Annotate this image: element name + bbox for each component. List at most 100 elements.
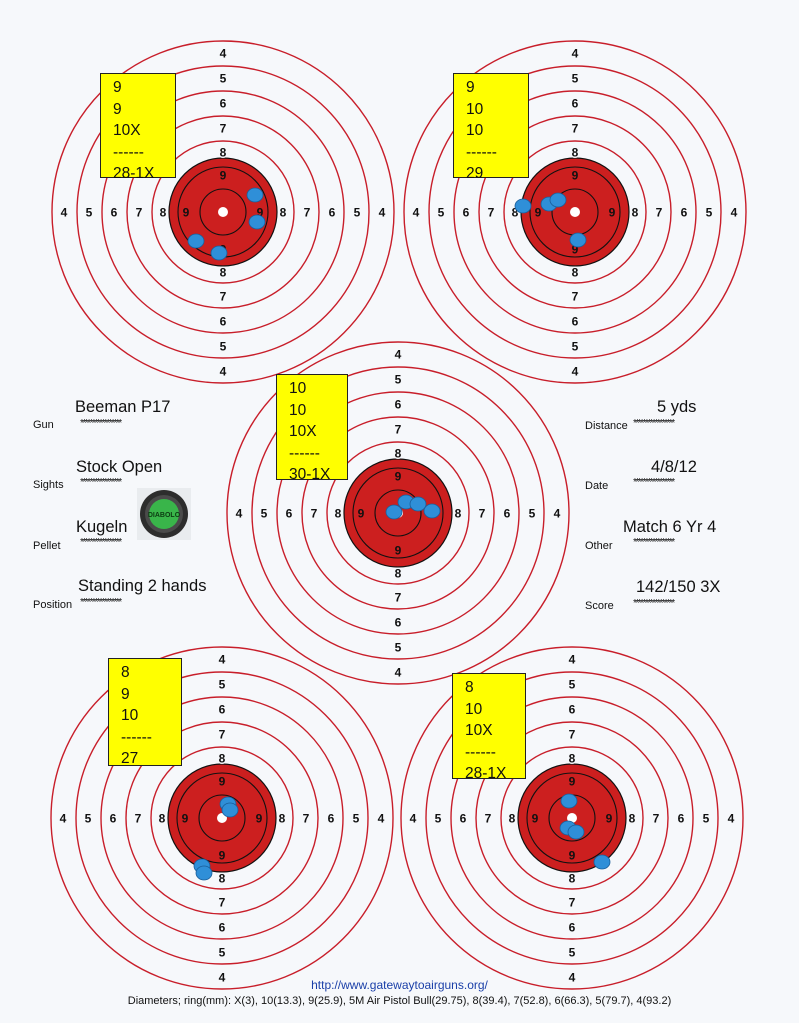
ring-label: 8 [395,567,402,581]
gun-label: Gun [33,419,54,431]
ring-label: 4 [569,653,576,667]
ring-label: 5 [219,678,226,692]
ring-label: 8 [572,146,579,160]
score-divider: ------ [466,143,497,161]
ring-label: 5 [85,812,92,826]
footer-url-link[interactable]: http://www.gatewaytoairguns.org/ [311,978,488,992]
pellet-label: Pellet [33,540,61,552]
ring-label: 5 [706,206,713,220]
scoring-ring [75,671,369,965]
ring-label: 9 [219,849,226,863]
ring-label: 4 [413,206,420,220]
ring-label: 6 [460,812,467,826]
ring-label: 7 [136,206,143,220]
ring-label: 7 [395,591,402,605]
ring-label: 4 [220,365,227,379]
ring-label: 5 [572,72,579,86]
ring-label: 4 [395,666,402,680]
ring-label: 5 [529,507,536,521]
score-label: Score [585,600,614,612]
score-total: 27 [121,750,139,767]
ring-label: 7 [656,206,663,220]
score-line: 10X [113,122,141,139]
score-card-top-left: 9 9 10X ------ 28-1X [100,73,176,182]
ring-label: 4 [219,653,226,667]
ring-label: 6 [569,703,576,717]
pellet-tin-brand: DIABOLO [148,512,181,519]
score-line: 8 [121,664,130,681]
ring-label: 7 [569,896,576,910]
ring-label: 6 [329,206,336,220]
ring-10 [374,489,422,537]
ring-label: 5 [703,812,710,826]
score-line: 10 [465,700,483,718]
score-line: 8 [465,679,474,696]
ring-label: 8 [220,266,227,280]
ring-label: 9 [532,812,539,826]
pellet-hole [569,232,587,248]
scoring-ring [150,746,294,890]
ring-label: 5 [569,678,576,692]
ring-label: 4 [728,812,735,826]
score-line: 9 [121,685,130,703]
ring-label: 6 [220,315,227,329]
scoring-ring [51,40,395,384]
distance-value: 5 yds [657,398,697,416]
ring-label: 7 [485,812,492,826]
scoring-ring [50,646,394,990]
score-line: 10 [289,380,307,397]
ring-label: 9 [256,812,263,826]
ring-9 [526,772,618,864]
footer-diameters: Diameters; ring(mm): X(3), 10(13.3), 9(2… [127,995,672,1007]
ring-label: 7 [572,122,579,136]
scoring-ring [428,65,722,359]
pellet-hole [248,214,266,230]
score-divider: ------ [289,444,320,462]
ring-label: 9 [572,243,579,257]
pellet-hole [210,245,228,261]
scoring-ring [453,90,697,334]
score-line: 10 [466,100,484,118]
scoring-ring [326,441,470,585]
ring-label: 8 [280,206,287,220]
ring-label: 5 [220,340,227,354]
ring-label: 5 [86,206,93,220]
ring-label: 4 [378,812,385,826]
ring-label: 9 [182,812,189,826]
ring-label: 7 [311,507,318,521]
ring-label: 9 [609,206,616,220]
ring-label: 7 [488,206,495,220]
ring-label: 4 [572,365,579,379]
ring-9 [352,467,444,559]
pellet-hole [195,865,213,881]
ring-label: 8 [395,447,402,461]
ring-label: 5 [435,812,442,826]
distance-label: Distance [585,420,628,432]
ring-label: 4 [572,47,579,61]
date-value: 4/8/12 [651,458,697,476]
ring-label: 7 [220,122,227,136]
ring-label: 8 [572,266,579,280]
x-ring [218,207,228,217]
ring-label: 6 [220,97,227,111]
pellet-hole [567,824,585,840]
ring-9 [176,772,268,864]
scoring-ring [276,391,520,635]
ring-label: 9 [535,206,542,220]
ring-10 [199,188,247,236]
ring-label: 7 [303,812,310,826]
pellet-stars: ***************** [80,537,122,548]
sights-value: Stock Open [76,458,163,476]
scoring-ring [503,140,647,284]
other-value: Match 6 Yr 4 [623,518,717,536]
scoring-ring [450,696,694,940]
other-stars: ***************** [633,537,675,548]
pellet-tin-icon: DIABOLO [137,488,191,540]
scoring-ring [151,140,295,284]
ring-label: 4 [554,507,561,521]
score-line: 9 [113,100,122,118]
ring-label: 8 [629,812,636,826]
score-line: 10 [289,401,307,419]
ring-label: 7 [219,728,226,742]
score-divider: ------ [465,743,496,761]
